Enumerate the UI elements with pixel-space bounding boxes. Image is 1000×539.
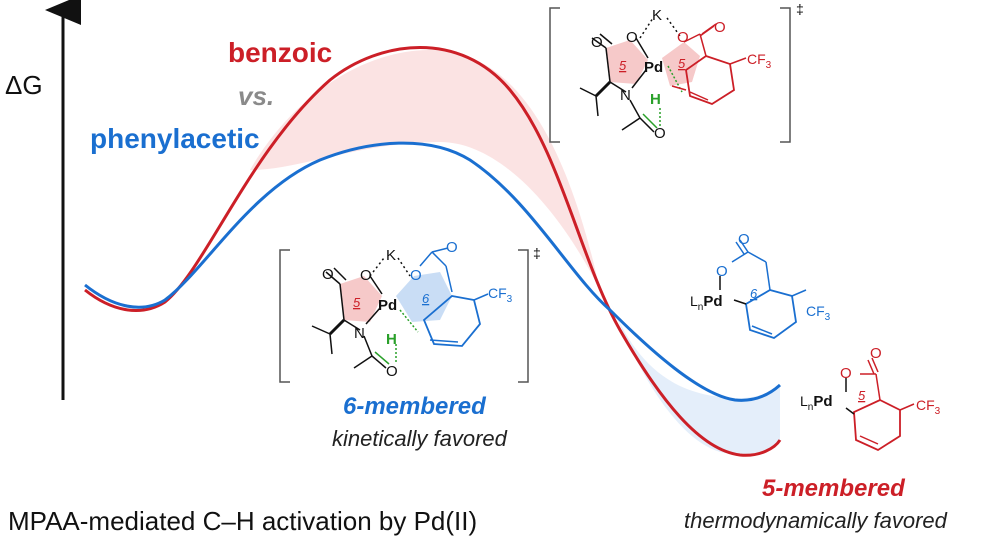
phenylacetic-curve <box>84 141 782 402</box>
svg-text:LnPd: LnPd <box>800 393 833 413</box>
svg-text:5: 5 <box>858 388 866 403</box>
svg-text:K: K <box>386 247 396 264</box>
svg-text:O: O <box>626 29 638 46</box>
svg-text:O: O <box>738 231 750 248</box>
svg-text:6: 6 <box>750 286 758 301</box>
axis-label: ΔG <box>5 70 43 100</box>
svg-text:5: 5 <box>678 56 686 71</box>
product-energy-shade <box>610 300 780 455</box>
legend-phenylacetic: phenylacetic <box>90 123 260 154</box>
svg-text:‡: ‡ <box>533 245 541 261</box>
five-membered-subtitle: thermodynamically favored <box>684 508 948 533</box>
svg-text:‡: ‡ <box>796 1 804 17</box>
svg-text:H: H <box>386 331 397 348</box>
svg-text:N: N <box>620 87 631 104</box>
svg-text:O: O <box>654 125 666 142</box>
svg-text:5: 5 <box>619 58 627 73</box>
svg-text:CF3: CF3 <box>747 51 772 71</box>
svg-text:5: 5 <box>353 295 361 310</box>
svg-text:O: O <box>360 267 372 284</box>
six-membered-product: 6 O O LnPd CF3 <box>690 231 831 340</box>
svg-text:N: N <box>354 325 365 342</box>
svg-text:CF3: CF3 <box>916 397 941 417</box>
svg-text:O: O <box>714 19 726 36</box>
phenylacetic-transition-state: ‡ 5 6 O O K Pd N <box>279 239 541 383</box>
svg-text:O: O <box>677 29 689 46</box>
svg-text:K: K <box>652 7 662 24</box>
svg-text:O: O <box>386 363 398 380</box>
five-membered-product: 5 O O LnPd CF3 <box>800 345 941 452</box>
benzoic-barrier-shade <box>250 50 600 290</box>
svg-text:O: O <box>840 365 852 382</box>
legend-vs: vs. <box>238 81 274 111</box>
five-membered-title: 5-membered <box>762 475 906 502</box>
svg-text:H: H <box>650 91 661 108</box>
svg-text:LnPd: LnPd <box>690 293 723 313</box>
svg-text:O: O <box>870 345 882 362</box>
svg-text:CF3: CF3 <box>806 303 831 323</box>
svg-text:Pd: Pd <box>378 297 397 314</box>
svg-text:O: O <box>716 263 728 280</box>
svg-text:O: O <box>591 34 603 51</box>
svg-text:O: O <box>322 266 334 283</box>
svg-text:6: 6 <box>422 291 430 306</box>
svg-text:O: O <box>446 239 458 256</box>
legend-benzoic: benzoic <box>228 37 332 68</box>
six-membered-subtitle: kinetically favored <box>332 426 508 451</box>
caption: MPAA-mediated C–H activation by Pd(II) <box>8 506 477 536</box>
svg-text:O: O <box>410 267 422 284</box>
six-membered-title: 6-membered <box>343 393 487 420</box>
svg-text:Pd: Pd <box>644 59 663 76</box>
benzoic-transition-state: ‡ 5 5 O O <box>549 1 804 143</box>
svg-text:CF3: CF3 <box>488 285 513 305</box>
